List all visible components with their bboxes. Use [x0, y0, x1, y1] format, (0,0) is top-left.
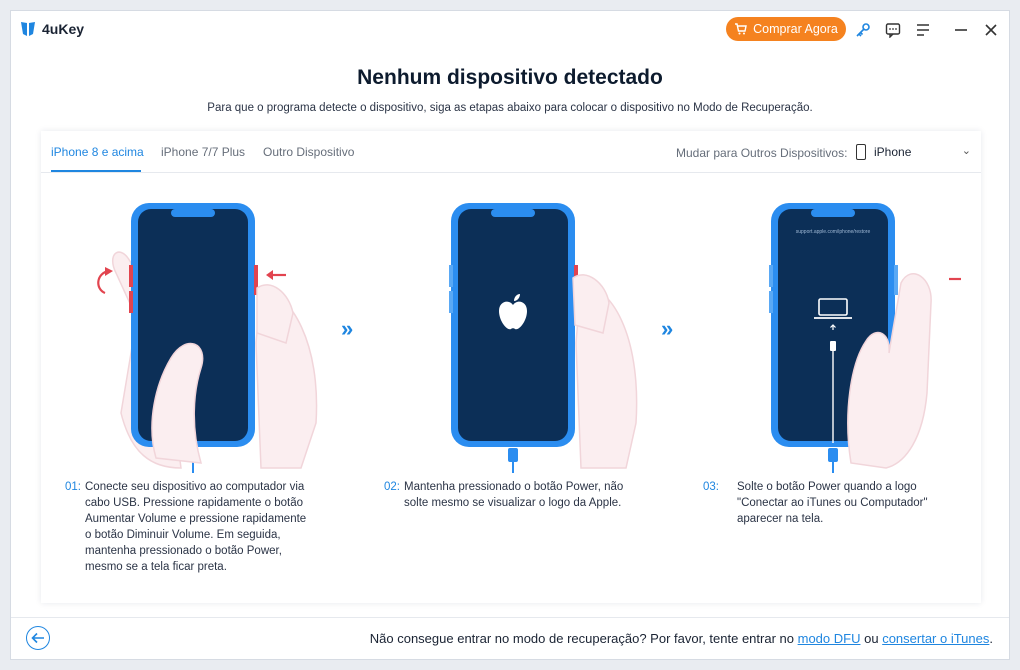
apple-logo-icon [499, 294, 527, 330]
device-tabs: iPhone 8 e acima iPhone 7/7 Plus Outro D… [41, 131, 981, 173]
step2-number: 02: [384, 481, 400, 493]
step1-line: o botão Diminuir Volume. Em seguida, [85, 529, 281, 541]
key-icon[interactable] [853, 20, 873, 40]
app-logo-icon [21, 22, 35, 36]
step1-description: Conecte seu dispositivo ao computador vi… [85, 479, 306, 575]
device-select[interactable]: iPhone ⌄ [856, 140, 971, 164]
step2-line: solte mesmo se visualizar o logo da Appl… [404, 497, 622, 509]
app-name: 4uKey [42, 21, 85, 37]
step1-line: cabo USB. Pressione rapidamente o botão [85, 497, 303, 509]
step2-illustration [449, 203, 638, 473]
footer-help-text: Não consegue entrar no modo de recuperaç… [370, 631, 993, 646]
step1-line: mesmo se a tela ficar preta. [85, 561, 227, 573]
tab-other-device[interactable]: Outro Dispositivo [263, 145, 355, 159]
step3-line: aparecer na tela. [737, 513, 824, 525]
active-tab-indicator [51, 170, 141, 172]
feedback-icon[interactable] [883, 20, 903, 40]
cart-icon [735, 23, 747, 35]
buy-now-label: Comprar Agora [753, 22, 838, 36]
back-button[interactable] [26, 626, 50, 650]
title-bar: 4uKey Comprar Agora [11, 11, 1009, 49]
switch-device-label: Mudar para Outros Dispositivos: [676, 146, 848, 160]
step3-line: "Conectar ao iTunes ou Computador" [737, 497, 928, 509]
buy-now-button[interactable]: Comprar Agora [726, 17, 846, 41]
app-logo: 4uKey [19, 20, 84, 38]
laptop-icon [818, 298, 848, 316]
device-select-value: iPhone [874, 145, 912, 159]
step1-line: Aumentar Volume e pressione rapidamente [85, 513, 307, 525]
minimize-icon[interactable] [951, 20, 971, 40]
footer-message: Não consegue entrar no modo de recuperaç… [369, 631, 794, 646]
screen-url: support.apple.com/iphone/restore [796, 229, 871, 235]
footer-period: . [989, 631, 993, 646]
arrow-left-icon [31, 632, 44, 644]
tab-iphone-8-and-above[interactable]: iPhone 8 e acima [51, 145, 144, 159]
phone-icon [856, 144, 866, 160]
next-step-arrow-icon: » [661, 316, 674, 341]
step1-illustration [97, 203, 318, 473]
step2-line: Mantenha pressionado o botão Power, não [404, 481, 624, 493]
step1-line: Conecte seu dispositivo ao computador vi… [85, 481, 305, 493]
next-step-arrow-icon: » [341, 316, 354, 341]
footer-or: ou [864, 631, 879, 646]
page-title: Nenhum dispositivo detectado [357, 66, 663, 89]
page-subtitle: Para que o programa detecte o dispositiv… [207, 102, 813, 114]
step2-description: Mantenha pressionado o botão Power, não … [404, 479, 623, 511]
app-window: 4uKey Comprar Agora [10, 10, 1010, 660]
menu-icon[interactable] [913, 20, 933, 40]
step3-description: Solte o botão Power quando a logo "Conec… [737, 479, 928, 527]
instructions-panel: iPhone 8 e acima iPhone 7/7 Plus Outro D… [41, 131, 981, 603]
dfu-mode-link[interactable]: modo DFU [797, 631, 861, 646]
step3-illustration: support.apple.com/iphone/restore [769, 203, 961, 473]
step3-number: 03: [703, 481, 719, 493]
step3-line: Solte o botão Power quando a logo [737, 481, 917, 493]
close-icon[interactable] [981, 20, 1001, 40]
cable-connector-icon [830, 341, 836, 351]
tab-iphone-7[interactable]: iPhone 7/7 Plus [161, 145, 246, 159]
chevron-down-icon: ⌄ [961, 145, 971, 157]
footer-divider [11, 617, 1009, 618]
fix-itunes-link[interactable]: consertar o iTunes [882, 631, 990, 646]
step1-line: mantenha pressionado o botão Power, [85, 545, 282, 557]
step1-number: 01: [65, 481, 81, 493]
